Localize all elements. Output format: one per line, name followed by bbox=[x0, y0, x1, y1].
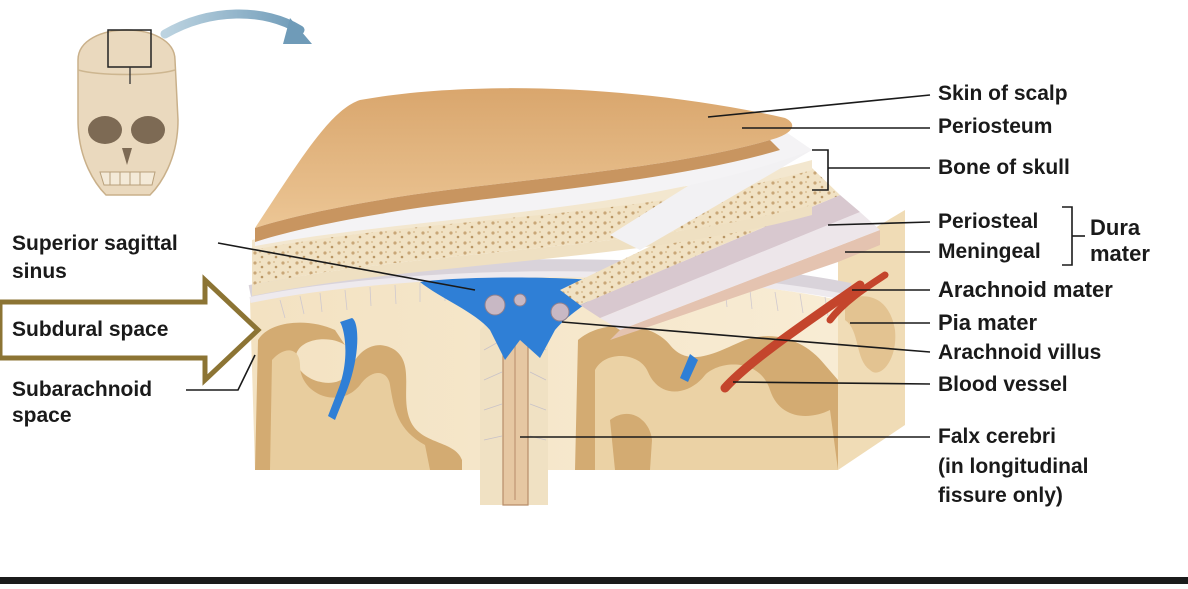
pointer-arrow-icon bbox=[160, 9, 312, 44]
label-bone-of-skull: Bone of skull bbox=[938, 156, 1070, 179]
label-superior-sagittal-sinus: Superior sagittal bbox=[12, 232, 178, 255]
label-falx-line3: fissure only) bbox=[938, 484, 1063, 507]
label-periosteal: Periosteal bbox=[938, 210, 1039, 233]
label-subarachnoid-space: space bbox=[12, 404, 72, 427]
label-pia-mater: Pia mater bbox=[938, 310, 1038, 335]
label-blood-vessel: Blood vessel bbox=[938, 373, 1068, 396]
label-dura: Dura bbox=[1090, 215, 1141, 240]
label-subarachnoid: Subarachnoid bbox=[12, 378, 153, 401]
label-dura-mater: mater bbox=[1090, 241, 1150, 266]
label-sinus: sinus bbox=[12, 260, 67, 283]
blood-vessel-shape bbox=[720, 271, 889, 393]
skull-icon bbox=[77, 29, 179, 196]
scalp-layers bbox=[255, 88, 812, 250]
label-skin-of-scalp: Skin of scalp bbox=[938, 82, 1068, 105]
label-meningeal: Meningeal bbox=[938, 240, 1041, 263]
superior-sagittal-sinus bbox=[328, 277, 698, 420]
label-falx-cerebri: Falx cerebri bbox=[938, 425, 1056, 448]
bottom-border bbox=[0, 577, 1188, 584]
leader-lines bbox=[186, 94, 1085, 438]
label-subdural-space: Subdural space bbox=[12, 318, 169, 341]
subdural-arrow-icon bbox=[0, 274, 262, 386]
label-arachnoid-villus: Arachnoid villus bbox=[938, 341, 1102, 364]
label-falx-line2: (in longitudinal bbox=[938, 455, 1089, 478]
brain-block bbox=[250, 276, 838, 506]
label-periosteum: Periosteum bbox=[938, 115, 1053, 138]
label-arachnoid-mater: Arachnoid mater bbox=[938, 277, 1113, 302]
